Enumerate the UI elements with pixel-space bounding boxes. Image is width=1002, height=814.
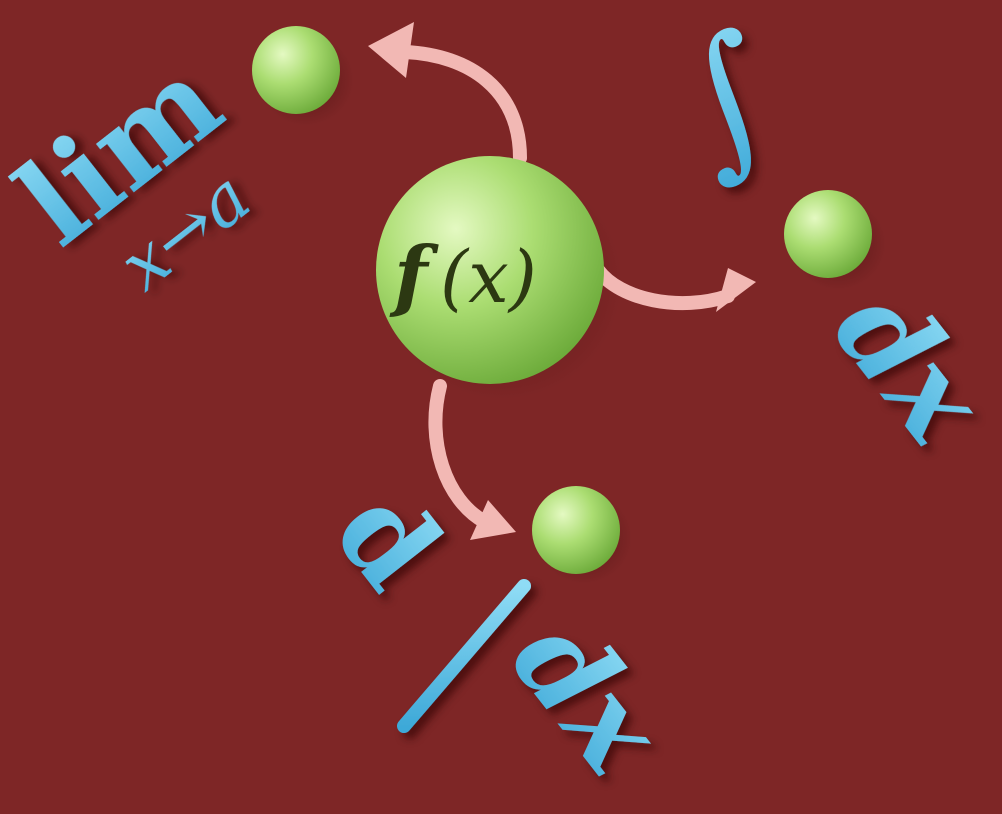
derivative-fraction-bar — [397, 579, 531, 733]
integral-sphere — [784, 190, 872, 278]
center-sphere — [376, 156, 604, 384]
arrow-to-integral — [591, 263, 756, 312]
derivative-sphere — [532, 486, 620, 574]
arrow-to-limit — [368, 22, 527, 165]
integral-dx: dx — [808, 262, 1002, 469]
arrow-to-derivative — [428, 379, 516, 540]
limit-notation: lim x→a — [0, 30, 265, 306]
limit-sphere — [252, 26, 340, 114]
integral-sign: ∫ — [653, 0, 800, 201]
derivative-denominator: dx — [486, 592, 691, 799]
function-argument: (x) — [440, 235, 537, 319]
